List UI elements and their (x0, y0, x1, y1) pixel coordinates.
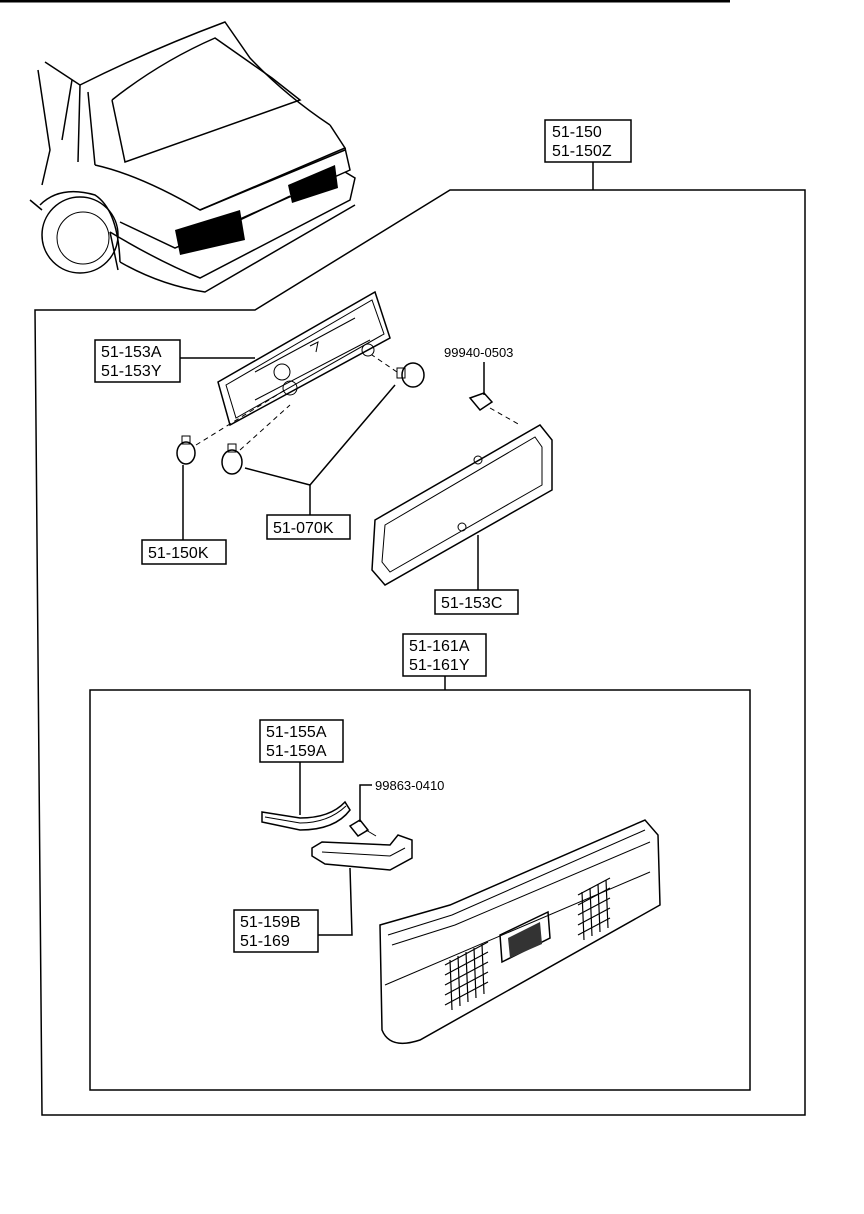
label-text: 51-153Y (101, 363, 162, 380)
label-screw-top: 99940-0503 (444, 345, 513, 360)
bulb-icon (221, 443, 243, 475)
label-lamp-socket: 51-153A 51-153Y (94, 339, 181, 383)
screw-icon (468, 392, 494, 411)
socket-plate (217, 290, 391, 427)
gasket (371, 424, 553, 586)
garnish (311, 834, 413, 871)
label-bulb: 51-070K (266, 514, 351, 540)
bulb-icon (176, 435, 196, 465)
screw-bottom-leader (359, 784, 372, 822)
rear-lens (379, 819, 661, 1045)
label-text: 51-153C (441, 595, 502, 612)
bulb-icon (396, 362, 425, 388)
label-molding: 51-155A 51-159A (259, 719, 344, 763)
assembly-guide (489, 407, 521, 426)
garnish-leader (318, 867, 353, 936)
label-text: 51-159A (266, 743, 327, 760)
label-text: 51-153A (101, 344, 162, 361)
label-text: 51-150Z (552, 143, 612, 160)
label-text: 51-155A (266, 724, 327, 741)
label-text: 51-159B (240, 914, 301, 931)
label-text: 51-169 (240, 933, 290, 950)
label-text: 51-161Y (409, 657, 470, 674)
label-screw-bottom: 99863-0410 (375, 778, 444, 793)
label-text: 51-150K (148, 545, 209, 562)
lens-assembly-boundary (89, 689, 751, 1091)
assembly-guide (239, 404, 291, 451)
label-garnish: 51-159B 51-169 (233, 909, 319, 953)
label-gasket: 51-153C (434, 589, 519, 615)
label-text: 51-070K (273, 520, 334, 537)
label-text: 51-150 (552, 124, 602, 141)
outer-boundary (34, 189, 806, 1116)
label-assembly-top: 51-150 51-150Z (544, 119, 632, 163)
assembly-guide (371, 354, 398, 373)
label-lens-assembly: 51-161A 51-161Y (402, 633, 487, 677)
screw-icon (348, 819, 377, 837)
label-text: 51-161A (409, 638, 470, 655)
molding (261, 800, 351, 831)
car-rear-illustration (29, 21, 356, 293)
label-bulb-small: 51-150K (141, 539, 227, 565)
